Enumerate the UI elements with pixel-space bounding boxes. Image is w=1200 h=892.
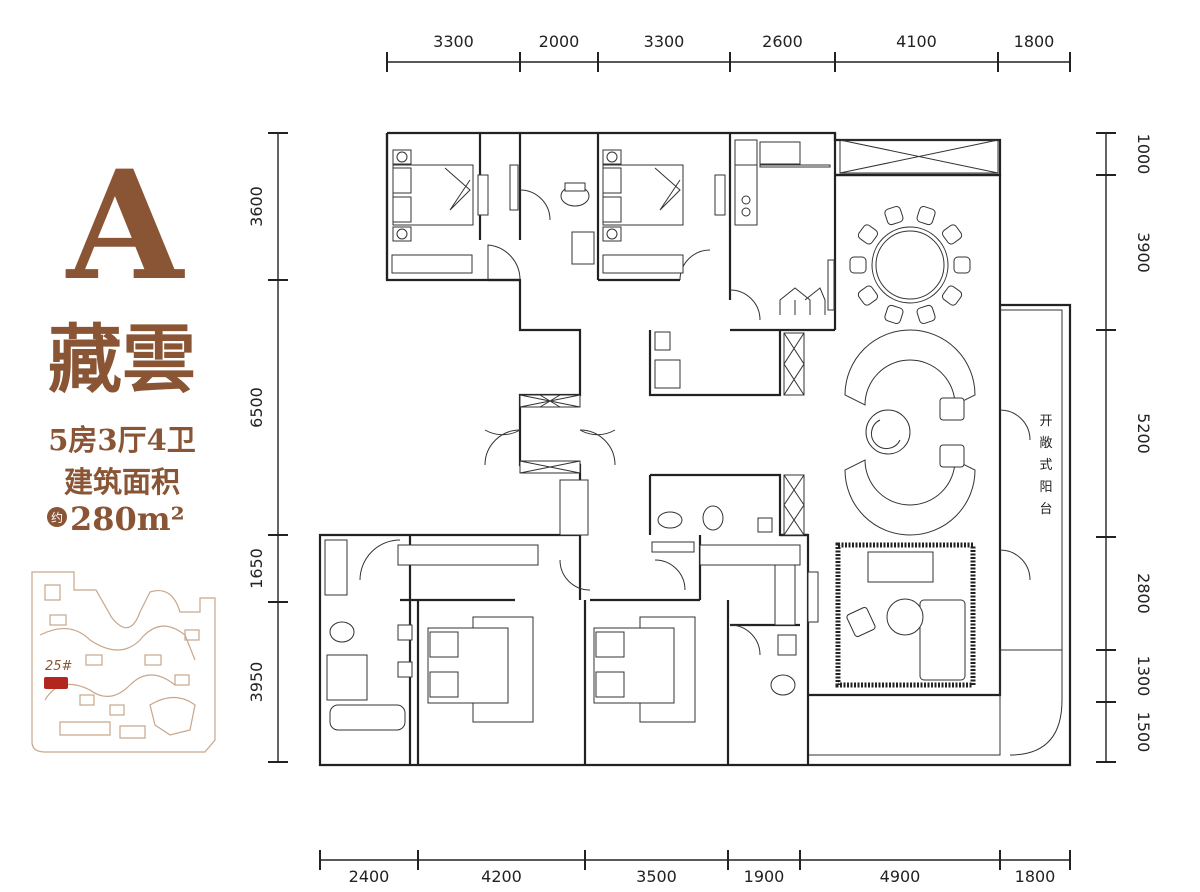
dim-right-label: 5200 — [1134, 413, 1153, 454]
dimension-ticks — [268, 52, 1116, 870]
dining-table — [849, 206, 971, 324]
type-letter: A — [65, 138, 186, 314]
dim-bottom-label: 1900 — [744, 867, 785, 886]
layout-label: 5房3厅4卫 — [48, 423, 196, 457]
doors — [359, 189, 1031, 656]
bedroom-bottom-middle — [593, 544, 801, 723]
dim-right-label: 1000 — [1134, 134, 1153, 175]
balcony-label-char: 开 — [1039, 414, 1052, 429]
bedroom-top-right — [602, 149, 726, 274]
dim-right-label: 1300 — [1134, 656, 1153, 697]
balcony-label-char: 敞 — [1039, 435, 1052, 451]
dim-right-label: 1500 — [1134, 712, 1153, 753]
utility-rooms — [519, 331, 805, 536]
dining-chair — [941, 285, 963, 306]
site-highlight-unit — [44, 677, 68, 689]
dining-chair — [884, 206, 904, 226]
site-plan — [31, 571, 216, 753]
dim-bottom-label: 4200 — [481, 867, 522, 886]
bedroom-top-left — [391, 149, 489, 274]
dim-top-label: 3300 — [644, 32, 685, 51]
dining-chair — [941, 224, 963, 245]
area-value: 280m² — [70, 500, 185, 538]
bathroom-top — [509, 164, 595, 265]
bathroom-bottom-left — [326, 621, 413, 731]
dining-chair — [857, 224, 879, 245]
bathroom-bottom-right — [651, 505, 819, 696]
dim-left-label: 3600 — [247, 186, 266, 227]
dim-left-label: 1650 — [247, 548, 266, 589]
dim-top-label: 2600 — [762, 32, 803, 51]
dimension-lines — [277, 61, 1107, 861]
dining-chair — [916, 206, 936, 226]
dim-left-label: 6500 — [247, 387, 266, 428]
dim-right-label: 2800 — [1134, 573, 1153, 614]
lounge-sofa — [844, 329, 976, 536]
dining-chair — [849, 256, 867, 274]
dining-chair — [884, 304, 904, 324]
dim-top-label: 4100 — [896, 32, 937, 51]
dim-bottom-label: 4900 — [880, 867, 921, 886]
dim-bottom-label: 1800 — [1015, 867, 1056, 886]
dim-right-label: 3900 — [1134, 232, 1153, 273]
site-building-label: 25# — [45, 659, 73, 674]
dim-bottom-label: 2400 — [349, 867, 390, 886]
area-prefix: 约 — [51, 510, 63, 525]
dim-bottom-label: 3500 — [636, 867, 677, 886]
kitchen — [734, 139, 835, 315]
dim-top-label: 2000 — [539, 32, 580, 51]
balcony-label-char: 式 — [1039, 458, 1052, 473]
dining-chair — [953, 256, 971, 274]
balcony-label-char: 台 — [1039, 502, 1052, 517]
bedroom-bottom-left — [324, 539, 539, 723]
area-row: 约 280m² — [47, 500, 185, 538]
project-name: 藏雲 — [48, 317, 196, 403]
dim-top-label: 1800 — [1014, 32, 1055, 51]
dim-top-label: 3300 — [433, 32, 474, 51]
kitchen-balcony — [839, 139, 999, 174]
dining-chair — [916, 304, 936, 324]
dimension-labels: 3300 2000 3300 2600 4100 1800 2400 4200 3500 1900… — [247, 32, 1153, 886]
area-label: 建筑面积 — [64, 465, 180, 499]
dining-chair — [857, 285, 879, 306]
dim-left-label: 3950 — [247, 662, 266, 703]
living-room — [835, 542, 976, 688]
balcony-label-char: 阳 — [1039, 480, 1052, 495]
